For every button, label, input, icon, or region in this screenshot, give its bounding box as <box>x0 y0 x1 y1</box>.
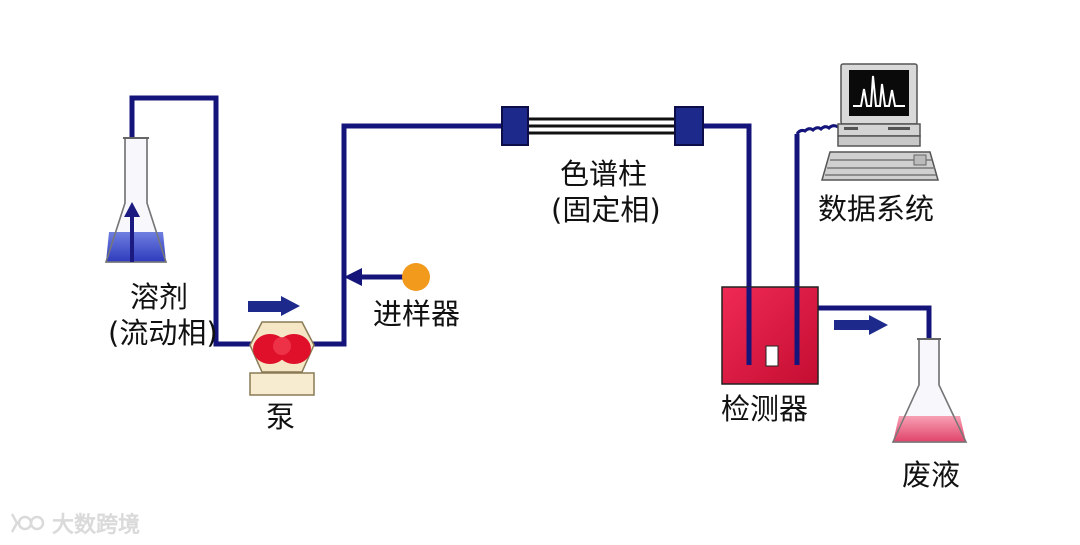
pump <box>249 321 315 396</box>
injector-label: 进样器 <box>373 297 461 331</box>
pump-flow-arrow-icon <box>248 296 300 316</box>
mobile-phase-label: (流动相) <box>108 316 218 350</box>
injector-arrow-icon <box>344 268 362 286</box>
pump-label: 泵 <box>266 400 296 434</box>
detector-label: 检测器 <box>721 392 809 426</box>
tube-column-to-detector <box>702 123 752 365</box>
solvent-flow-arrow-icon <box>124 202 140 217</box>
watermark-text: 大数跨境 <box>52 513 141 538</box>
detector <box>721 286 819 385</box>
column <box>501 106 704 146</box>
detector-cell <box>765 345 779 367</box>
computer-screen <box>849 70 909 116</box>
keyboard <box>821 151 939 181</box>
computer <box>795 63 939 181</box>
watermark-logo-icon <box>10 513 45 533</box>
tube-pump-to-column <box>306 123 503 347</box>
solvent-flask <box>104 137 168 263</box>
detector-body <box>721 286 819 385</box>
column-label: 色谱柱 <box>560 157 648 191</box>
tube-solvent-to-pump <box>129 95 258 347</box>
watermark: 大数跨境 <box>8 508 140 538</box>
waste-flow-arrow-icon <box>834 315 888 335</box>
column-fitting-right <box>674 106 704 146</box>
column-fitting-left <box>501 106 529 146</box>
solvent-label: 溶剂 <box>130 280 189 314</box>
stationary-phase-label: (固定相) <box>551 193 661 227</box>
waste-flask <box>891 338 968 443</box>
data-system-label: 数据系统 <box>818 192 935 226</box>
chromatogram-peaks <box>853 75 905 107</box>
waste-label: 废液 <box>902 458 961 492</box>
injector-port-icon <box>402 263 430 291</box>
